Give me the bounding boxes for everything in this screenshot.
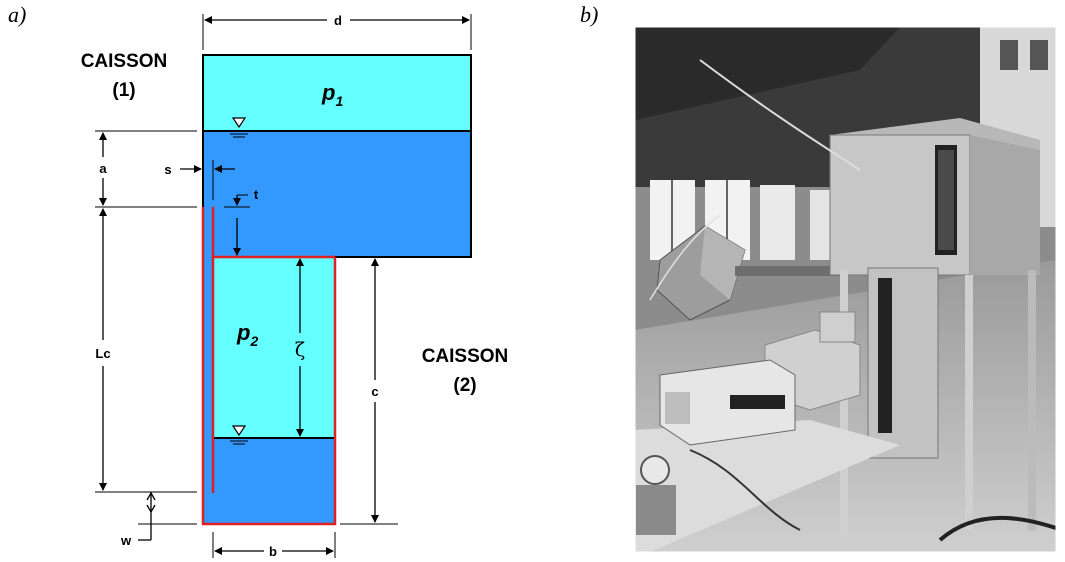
caisson2-number: (2) [453, 375, 476, 396]
water-surface-symbol-1 [230, 117, 248, 138]
panel-label-b: b) [580, 2, 598, 27]
experiment-photo [634, 26, 1057, 553]
dimension-zeta-label: ζ [295, 339, 305, 361]
caisson1-water [202, 130, 472, 258]
dimension-b-label: b [269, 544, 277, 559]
caisson1-label: CAISSON [81, 51, 168, 72]
pressure-p2-label: p2 [236, 320, 258, 349]
pressure-p1-label: p1 [321, 80, 343, 109]
caisson1-number: (1) [112, 80, 135, 101]
dimension-d-label: d [334, 13, 342, 28]
dimension-s-label: s [164, 162, 171, 177]
dimension-c-label: c [371, 384, 378, 399]
caisson2-air [203, 257, 335, 438]
panel-label-a: a) [8, 2, 26, 27]
caisson2-label: CAISSON [422, 346, 509, 367]
dimension-w-label: w [120, 533, 132, 548]
connecting-channel [203, 207, 213, 524]
water-surface-symbol-2 [230, 425, 248, 445]
caisson1-air [202, 54, 472, 132]
dimension-a-label: a [99, 161, 107, 176]
caisson2-water [203, 438, 335, 524]
dimension-Lc-label: Lc [95, 346, 110, 361]
caisson-diagram: d a Lc s t ζ c [81, 13, 509, 559]
dimension-t-label: t [254, 187, 259, 202]
caisson2-outer-wall [201, 207, 337, 526]
